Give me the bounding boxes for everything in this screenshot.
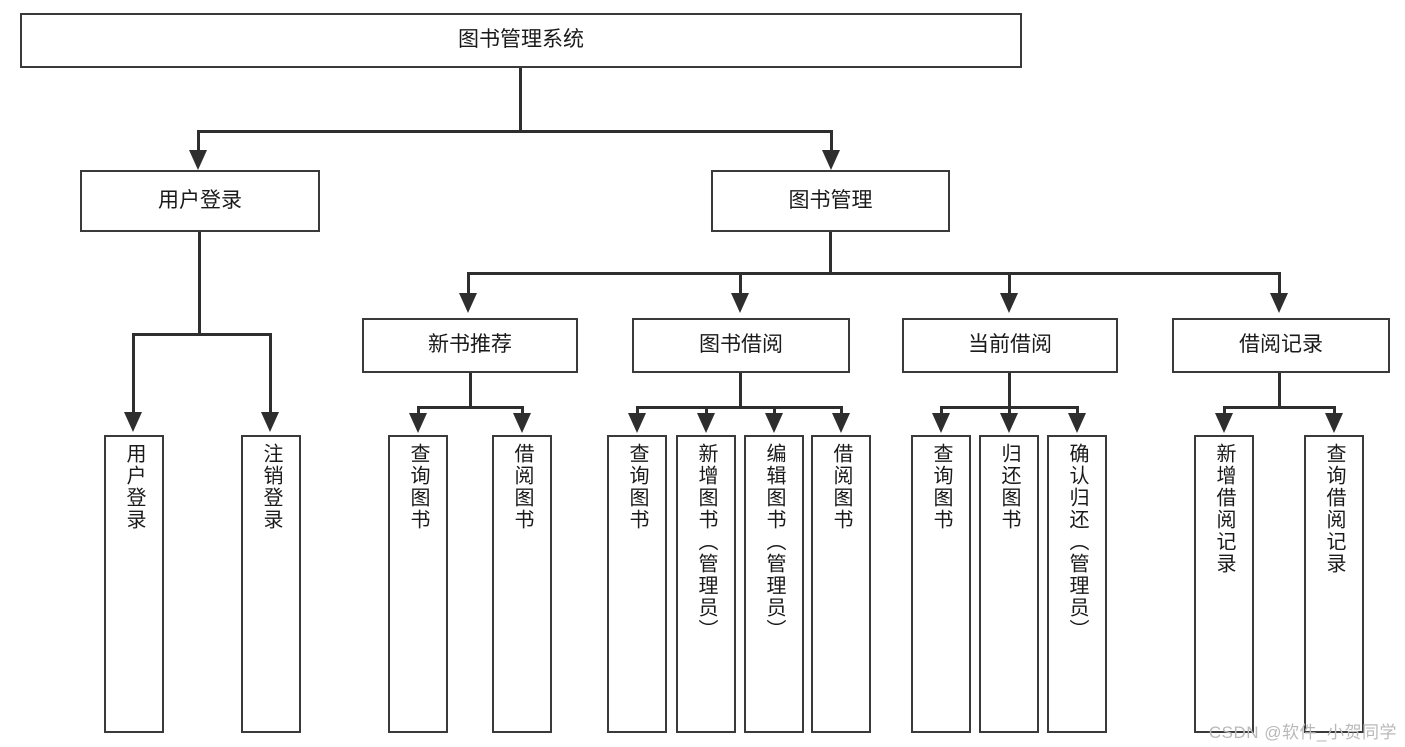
arrowhead-book-management [822,150,840,170]
leaf-node-new-book-recommend-1[interactable]: 借阅图书 [492,435,552,733]
arrowhead-leaf-current-borrow-0 [932,413,950,433]
leaf-node-book-borrow-2[interactable]: 编辑图书（管理员） [744,435,804,733]
leaf-node-current-borrow-0[interactable]: 查询图书 [911,435,971,733]
arrowhead-level3-2 [1000,293,1018,313]
arrowhead-leaf-book-borrow-0 [628,413,646,433]
connector-current-borrow-drop-2 [1076,406,1079,416]
connector-user-login-bus [132,333,272,336]
node-label: 借阅图书 [511,443,533,531]
node-label: 借阅图书 [830,443,852,531]
leaf-node-book-borrow-1[interactable]: 新增图书（管理员） [676,435,736,733]
arrowhead-leaf-new-book-1 [513,413,531,433]
connector-level3-drop-3 [1278,272,1281,296]
connector-book-management-stem [829,232,832,274]
node-label: 编辑图书（管理员） [763,443,785,641]
connector-new-book-drop-0 [417,406,420,416]
connector-borrow-record-drop-1 [1333,406,1336,416]
connector-drop-book-management [830,130,833,153]
connector-user-login-drop-0 [132,333,135,415]
connector-level3-drop-0 [467,272,470,296]
connector-book-borrow-drop-3 [840,406,843,416]
leaf-node-book-borrow-3[interactable]: 借阅图书 [811,435,871,733]
connector-root-stem [519,68,522,132]
connector-book-borrow-drop-2 [773,406,776,416]
node-borrow-record[interactable]: 借阅记录 [1172,318,1390,373]
leaf-node-borrow-record-0[interactable]: 新增借阅记录 [1194,435,1254,733]
node-label: 借阅记录 [1239,333,1323,357]
node-label: 查询图书 [407,443,429,531]
connector-book-borrow-bus [636,406,843,409]
arrowhead-leaf-book-borrow-3 [832,413,850,433]
node-label: 新增借阅记录 [1213,443,1235,575]
node-label: 查询图书 [930,443,952,531]
connector-current-borrow-drop-0 [940,406,943,416]
arrowhead-leaf-user-login-1 [261,412,279,432]
node-label: 新书推荐 [428,333,512,357]
node-label: 归还图书 [998,443,1020,531]
node-label: 图书管理 [788,188,873,212]
connector-level2-bus [197,130,833,133]
connector-new-book-stem [469,373,472,408]
leaf-node-current-borrow-2[interactable]: 确认归还（管理员） [1047,435,1107,733]
arrowhead-leaf-new-book-0 [409,413,427,433]
connector-level3-drop-2 [1008,272,1011,296]
node-user-login[interactable]: 用户登录 [80,170,320,232]
node-label: 确认归还（管理员） [1066,443,1088,641]
node-label: 当前借阅 [968,333,1052,357]
leaf-node-book-borrow-0[interactable]: 查询图书 [607,435,667,733]
node-current-borrow[interactable]: 当前借阅 [902,318,1118,373]
arrowhead-leaf-user-login-0 [124,412,142,432]
connector-current-borrow-stem [1008,373,1011,408]
arrowhead-level3-1 [731,293,749,313]
connector-level3-drop-1 [739,272,742,296]
connector-user-login-drop-1 [269,333,272,415]
connector-user-login-stem [198,232,201,335]
node-label: 注销登录 [260,443,282,531]
node-label: 新增图书（管理员） [695,443,717,641]
connector-current-borrow-drop-1 [1008,406,1011,416]
node-label: 图书借阅 [699,333,783,357]
node-label: 查询借阅记录 [1323,443,1345,575]
node-book-borrow[interactable]: 图书借阅 [632,318,850,373]
connector-drop-user-login [197,130,200,153]
arrowhead-leaf-book-borrow-1 [697,413,715,433]
connector-level3-bus [467,272,1281,275]
leaf-node-user-login-1[interactable]: 注销登录 [241,435,301,733]
node-label: 查询图书 [626,443,648,531]
connector-book-borrow-stem [739,373,742,408]
connector-new-book-drop-1 [521,406,524,416]
node-label: 用户登录 [123,443,145,531]
arrowhead-leaf-book-borrow-2 [765,413,783,433]
leaf-node-current-borrow-1[interactable]: 归还图书 [979,435,1039,733]
node-label: 图书管理系统 [458,28,584,52]
node-book-management[interactable]: 图书管理 [711,170,950,232]
arrowhead-leaf-current-borrow-1 [1000,413,1018,433]
node-root-book-management-system[interactable]: 图书管理系统 [20,13,1022,68]
arrowhead-leaf-current-borrow-2 [1068,413,1086,433]
arrowhead-leaf-borrow-record-0 [1215,413,1233,433]
arrowhead-leaf-borrow-record-1 [1325,413,1343,433]
arrowhead-user-login [189,150,207,170]
node-label: 用户登录 [158,188,242,212]
connector-book-borrow-drop-1 [705,406,708,416]
connector-borrow-record-drop-0 [1223,406,1226,416]
leaf-node-user-login-0[interactable]: 用户登录 [104,435,164,733]
connector-new-book-bus [417,406,524,409]
arrowhead-level3-3 [1270,293,1288,313]
node-new-book-recommend[interactable]: 新书推荐 [362,318,578,373]
arrowhead-level3-0 [459,293,477,313]
connector-borrow-record-bus [1223,406,1336,409]
connector-borrow-record-stem [1278,373,1281,408]
leaf-node-new-book-recommend-0[interactable]: 查询图书 [388,435,448,733]
connector-book-borrow-drop-0 [636,406,639,416]
leaf-node-borrow-record-1[interactable]: 查询借阅记录 [1304,435,1364,733]
